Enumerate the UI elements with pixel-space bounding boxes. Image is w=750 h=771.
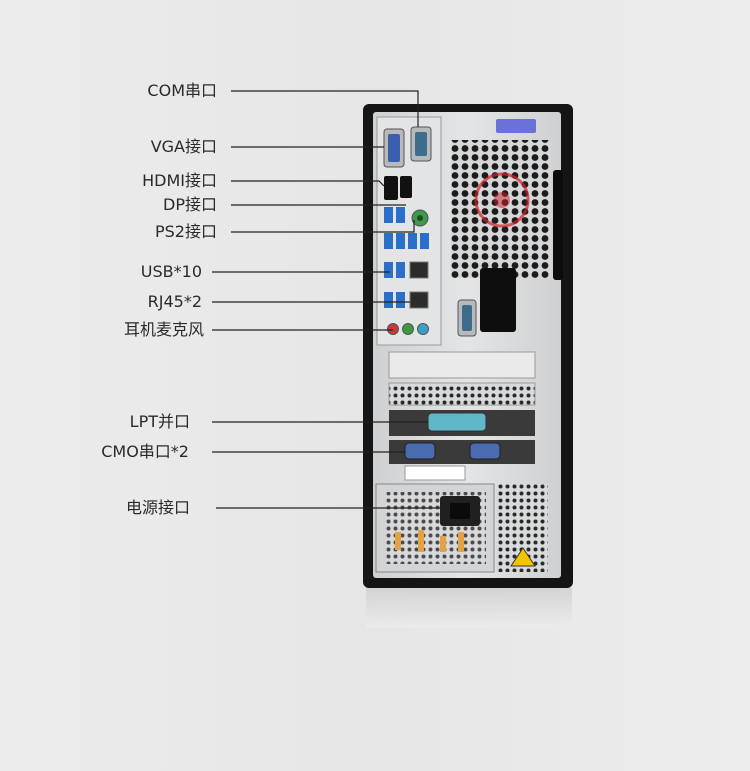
- label-com-port: COM串口: [147, 81, 217, 100]
- rj45-port-2: [409, 291, 429, 309]
- lpt-connector: [427, 412, 487, 432]
- mic-jack: [387, 323, 399, 335]
- rj45-port-1: [409, 261, 429, 279]
- expansion-slot-1: [388, 351, 536, 379]
- fan-blade-ring: [474, 172, 530, 228]
- fan-grille: [451, 140, 551, 278]
- warning-icon: [510, 547, 536, 567]
- dp-connector: [400, 176, 412, 198]
- label-lpt-port: LPT并口: [129, 412, 190, 431]
- hdmi-connector: [384, 176, 398, 200]
- label-usb-ports: USB*10: [140, 262, 202, 281]
- label-hdmi-port: HDMI接口: [142, 171, 217, 190]
- psu-fan-accents: [395, 530, 464, 552]
- rear-latch: [553, 170, 563, 280]
- label-rj45-ports: RJ45*2: [147, 292, 202, 311]
- vga-pins: [388, 134, 400, 162]
- usb-ports: [384, 207, 429, 308]
- floor-reflection: [366, 588, 572, 628]
- expansion-slot-2: [388, 382, 536, 406]
- label-vga-port: VGA接口: [150, 137, 217, 156]
- rating-sticker: [404, 465, 466, 481]
- label-ps2-port: PS2接口: [155, 222, 217, 241]
- label-power-socket: 电源接口: [125, 498, 190, 517]
- label-audio-jacks: 耳机麦克风: [123, 320, 204, 339]
- security-slot-block: [480, 268, 516, 332]
- com-port-pins: [415, 132, 427, 156]
- cmo-connector-2: [469, 442, 501, 460]
- line-out-jack: [402, 323, 414, 335]
- label-cmo-ports: CMO串口*2: [101, 442, 189, 461]
- label-dp-port: DP接口: [163, 195, 217, 214]
- side-panel-handle: [496, 119, 536, 133]
- leader-lines: [212, 90, 440, 509]
- line-in-jack: [417, 323, 429, 335]
- cmo-connector-1: [404, 442, 436, 460]
